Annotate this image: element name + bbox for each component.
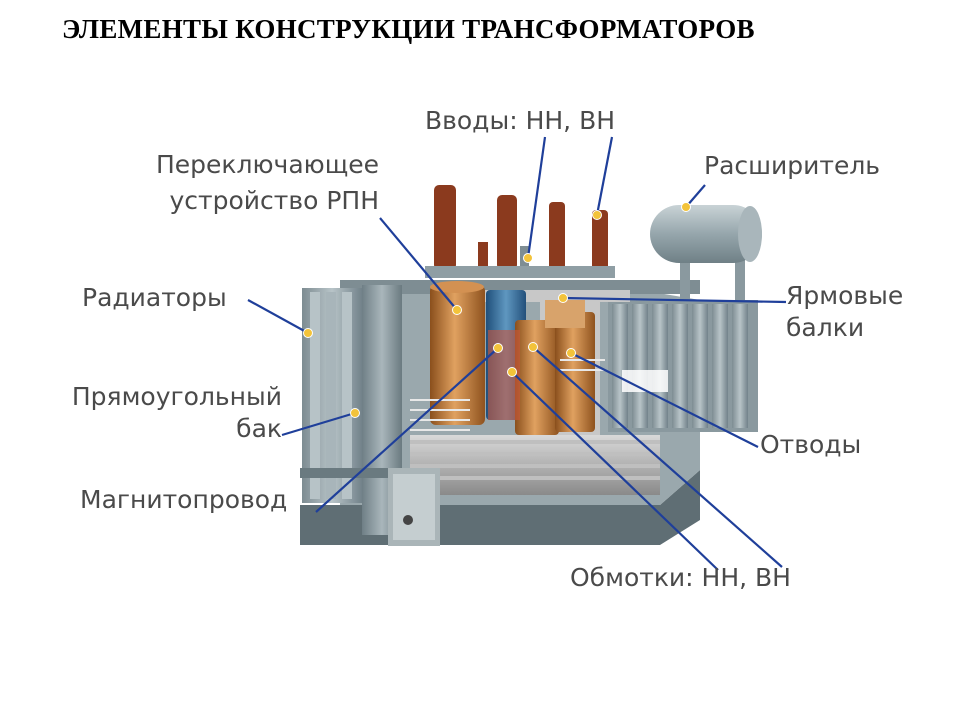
label-core: Магнитопровод xyxy=(80,485,288,514)
label-conservator: Расширитель xyxy=(704,151,881,180)
marker-dots xyxy=(303,202,691,418)
label-tap-changer-line1: Переключающее xyxy=(156,150,379,179)
label-tap-changer-line2: устройство РПН xyxy=(169,186,379,215)
conservator-tank xyxy=(650,205,762,303)
right-radiator-bank xyxy=(608,300,758,432)
label-tank-line1: Прямоугольный xyxy=(71,382,282,411)
label-radiators: Радиаторы xyxy=(82,283,227,312)
label-tank-line2: бак xyxy=(236,414,282,443)
label-leads: Отводы xyxy=(760,430,862,459)
control-cabinet xyxy=(388,468,440,546)
leader-lines xyxy=(247,136,787,571)
tap-changer xyxy=(430,281,485,425)
label-yoke-beams-line1: Ярмовые xyxy=(786,281,904,310)
bushings xyxy=(425,185,615,278)
slide-title: ЭЛЕМЕНТЫ КОНСТРУКЦИИ ТРАНСФОРМАТОРОВ xyxy=(62,14,755,44)
label-bushings: Вводы: НН, ВН xyxy=(425,106,616,135)
label-windings: Обмотки: НН, ВН xyxy=(570,563,791,592)
leads-wiring xyxy=(410,359,605,431)
label-yoke-beams-line2: балки xyxy=(786,313,865,342)
